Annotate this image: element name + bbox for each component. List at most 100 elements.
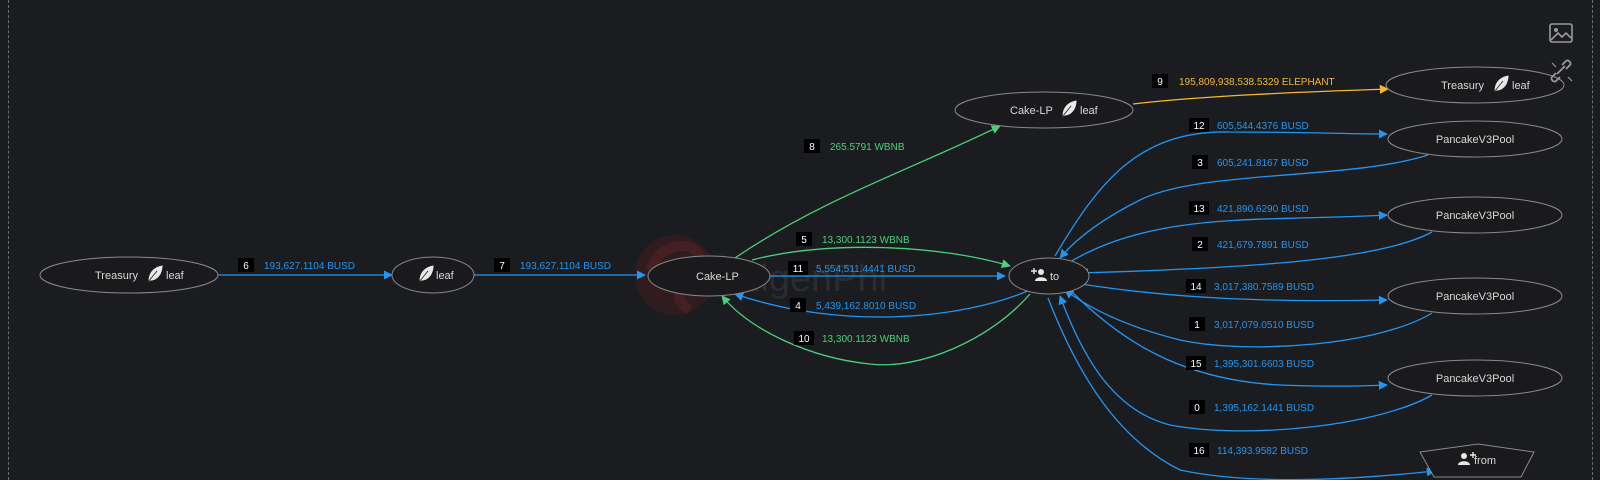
edge-labels: 6 193,627.1104 BUSD 7 193,627.1104 BUSD … bbox=[238, 74, 1335, 457]
edge-label-12: 12 605,544.4376 BUSD bbox=[1189, 118, 1309, 132]
node-pancakev3pool-1[interactable]: PancakeV3Pool bbox=[1387, 120, 1563, 158]
node-tag: leaf bbox=[1080, 105, 1099, 117]
svg-text:605,544.4376 BUSD: 605,544.4376 BUSD bbox=[1217, 121, 1309, 132]
node-label: PancakeV3Pool bbox=[1436, 291, 1514, 303]
node-label: to bbox=[1050, 271, 1059, 283]
edge-label-16: 16 114,393.9582 BUSD bbox=[1189, 443, 1308, 457]
svg-text:9: 9 bbox=[1157, 77, 1163, 88]
node-label: Treasury bbox=[1441, 80, 1484, 92]
edge-label-10: 10 13,300.1123 WBNB bbox=[794, 331, 910, 345]
export-image-button[interactable] bbox=[1545, 18, 1577, 48]
edge-label-4: 4 5,439,162.8010 BUSD bbox=[790, 298, 916, 312]
edge-label-13: 13 421,890.6290 BUSD bbox=[1189, 201, 1309, 215]
svg-text:10: 10 bbox=[798, 334, 810, 345]
nodes: Treasury leaf leaf Cake-LP Cake-LP leaf bbox=[39, 66, 1565, 478]
node-label: Treasury bbox=[95, 270, 138, 282]
edges bbox=[218, 84, 1436, 480]
node-cake-lp-top[interactable]: Cake-LP leaf bbox=[954, 91, 1134, 129]
edge-0 bbox=[1058, 295, 1433, 432]
node-pancakev3pool-3[interactable]: PancakeV3Pool bbox=[1387, 277, 1563, 315]
svg-text:193,627.1104 BUSD: 193,627.1104 BUSD bbox=[264, 261, 355, 272]
node-cake-lp-main[interactable]: Cake-LP bbox=[647, 255, 771, 297]
svg-text:5: 5 bbox=[801, 235, 807, 246]
node-pancakev3pool-4[interactable]: PancakeV3Pool bbox=[1387, 359, 1563, 397]
svg-text:2: 2 bbox=[1197, 240, 1203, 251]
node-tag: leaf bbox=[1512, 80, 1531, 92]
edge-4 bbox=[734, 289, 1031, 318]
svg-text:5,439,162.8010 BUSD: 5,439,162.8010 BUSD bbox=[816, 301, 916, 312]
edge-label-15: 15 1,395,301.6603 BUSD bbox=[1186, 356, 1314, 370]
edge-5 bbox=[751, 246, 1011, 269]
node-to[interactable]: to bbox=[1008, 257, 1090, 295]
svg-text:1: 1 bbox=[1194, 320, 1200, 331]
svg-text:421,890.6290 BUSD: 421,890.6290 BUSD bbox=[1217, 204, 1309, 215]
leaf-icon bbox=[1493, 74, 1510, 93]
user-add-icon bbox=[1458, 452, 1476, 465]
edge-label-2: 2 421,679.7891 BUSD bbox=[1192, 237, 1309, 251]
svg-text:12: 12 bbox=[1193, 121, 1205, 132]
node-tag: leaf bbox=[436, 270, 455, 282]
svg-text:0: 0 bbox=[1194, 403, 1200, 414]
svg-text:3,017,079.0510 BUSD: 3,017,079.0510 BUSD bbox=[1214, 320, 1314, 331]
svg-text:13: 13 bbox=[1193, 204, 1205, 215]
edge-1 bbox=[1064, 289, 1433, 348]
edge-label-0: 0 1,395,162.1441 BUSD bbox=[1189, 400, 1314, 414]
edge-9 bbox=[1132, 84, 1389, 105]
node-treasury-left[interactable]: Treasury leaf bbox=[39, 256, 219, 294]
edge-label-7: 7 193,627.1104 BUSD bbox=[494, 258, 611, 272]
unlink-button[interactable] bbox=[1545, 56, 1577, 86]
svg-text:1,395,301.6603 BUSD: 1,395,301.6603 BUSD bbox=[1214, 359, 1314, 370]
user-add-icon bbox=[1031, 268, 1047, 281]
edge-10 bbox=[721, 293, 1031, 366]
leaf-icon bbox=[1061, 99, 1078, 118]
node-label: from bbox=[1474, 455, 1496, 467]
svg-text:3,017,380.7589 BUSD: 3,017,380.7589 BUSD bbox=[1214, 282, 1314, 293]
edge-13 bbox=[1069, 210, 1388, 263]
edge-label-5: 5 13,300.1123 WBNB bbox=[796, 232, 910, 246]
svg-text:8: 8 bbox=[809, 142, 815, 153]
edge-label-9: 9 195,809,938,538.5329 ELEPHANT bbox=[1152, 74, 1335, 88]
frame-border-right bbox=[1592, 0, 1593, 480]
edge-12 bbox=[1054, 129, 1388, 257]
svg-text:7: 7 bbox=[499, 261, 505, 272]
svg-text:421,679.7891 BUSD: 421,679.7891 BUSD bbox=[1217, 240, 1309, 251]
node-label: PancakeV3Pool bbox=[1436, 210, 1514, 222]
edge-label-11: 11 5,554,511.4441 BUSD bbox=[788, 261, 915, 275]
svg-text:5,554,511.4441 BUSD: 5,554,511.4441 BUSD bbox=[816, 264, 915, 275]
node-treasury-right[interactable]: Treasury leaf bbox=[1385, 66, 1565, 104]
unlink-icon bbox=[1550, 59, 1573, 83]
node-from[interactable]: from bbox=[1419, 443, 1535, 478]
svg-text:13,300.1123 WBNB: 13,300.1123 WBNB bbox=[822, 334, 910, 345]
node-tag: leaf bbox=[166, 270, 185, 282]
svg-text:15: 15 bbox=[1190, 359, 1202, 370]
edge-label-8: 8 265.5791 WBNB bbox=[804, 139, 905, 153]
node-label: PancakeV3Pool bbox=[1436, 373, 1514, 385]
svg-text:265.5791 WBNB: 265.5791 WBNB bbox=[830, 142, 905, 153]
svg-text:6: 6 bbox=[243, 261, 249, 272]
frame-border-left bbox=[8, 0, 9, 480]
node-label: Cake-LP bbox=[696, 271, 739, 283]
node-label: PancakeV3Pool bbox=[1436, 134, 1514, 146]
edge-label-1: 1 3,017,079.0510 BUSD bbox=[1189, 317, 1314, 331]
leaf-icon bbox=[147, 264, 164, 283]
edge-label-6: 6 193,627.1104 BUSD bbox=[238, 258, 355, 272]
node-leaf[interactable]: leaf bbox=[391, 256, 475, 294]
edge-14 bbox=[1074, 282, 1388, 305]
node-pancakev3pool-2[interactable]: PancakeV3Pool bbox=[1387, 196, 1563, 234]
edge-label-14: 14 3,017,380.7589 BUSD bbox=[1186, 279, 1314, 293]
edge-8 bbox=[734, 125, 1001, 259]
node-label: Cake-LP bbox=[1010, 105, 1053, 117]
svg-text:114,393.9582 BUSD: 114,393.9582 BUSD bbox=[1217, 446, 1308, 457]
leaf-icon bbox=[418, 264, 435, 283]
edge-3 bbox=[1059, 154, 1429, 259]
svg-text:4: 4 bbox=[795, 301, 801, 312]
svg-text:16: 16 bbox=[1193, 446, 1205, 457]
edge-2 bbox=[1079, 231, 1433, 278]
svg-text:1,395,162.1441 BUSD: 1,395,162.1441 BUSD bbox=[1214, 403, 1314, 414]
svg-text:193,627.1104 BUSD: 193,627.1104 BUSD bbox=[520, 261, 611, 272]
svg-text:14: 14 bbox=[1190, 282, 1202, 293]
edge-label-3: 3 605,241.8167 BUSD bbox=[1192, 155, 1309, 169]
svg-text:13,300.1123 WBNB: 13,300.1123 WBNB bbox=[822, 235, 910, 246]
